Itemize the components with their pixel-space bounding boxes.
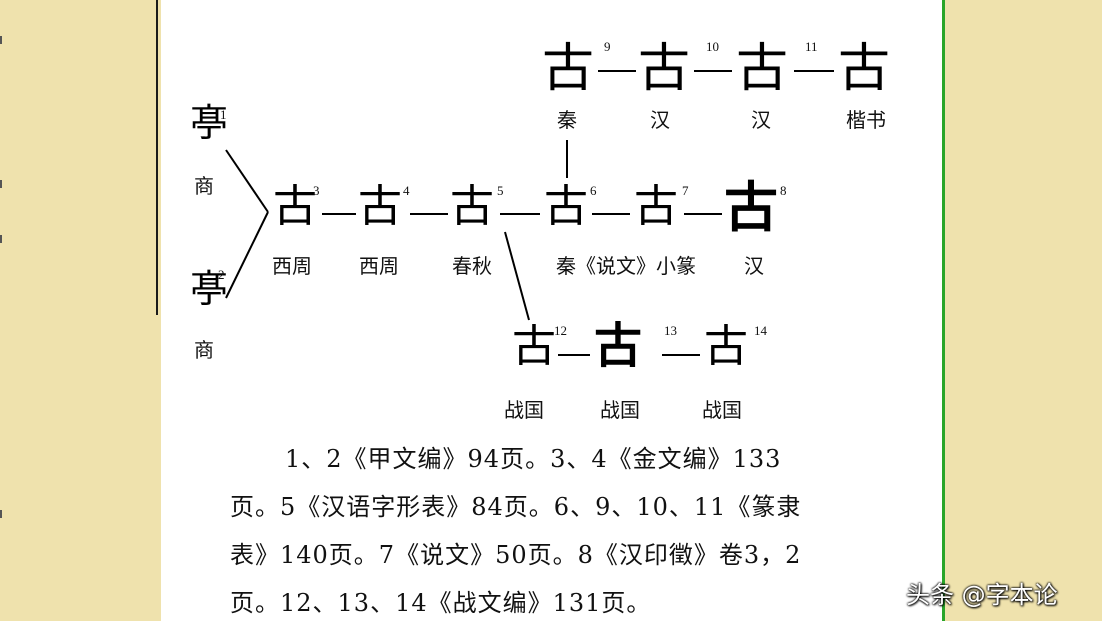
edge-mark xyxy=(0,235,2,243)
label-spring-autumn: 春秋 xyxy=(452,254,492,278)
source-note-line: 1、2《甲文编》94页。3、4《金文编》133 xyxy=(285,445,782,473)
branch-line xyxy=(225,211,269,299)
ref-number-14: 14 xyxy=(754,323,767,338)
glyph-9: 古 xyxy=(542,39,595,99)
ref-number-13: 13 xyxy=(664,323,677,338)
glyph-13: 古 xyxy=(594,318,643,374)
label-warring-states: 战国 xyxy=(702,398,742,422)
ref-number-11: 11 xyxy=(805,39,818,54)
glyph-11a: 古 xyxy=(736,39,789,99)
label-han: 汉 xyxy=(751,108,771,132)
glyph-3: 古 xyxy=(273,181,317,232)
glyph-6: 古 xyxy=(544,181,588,232)
connector-dash xyxy=(662,354,700,356)
label-qin: 秦 xyxy=(557,108,577,132)
ref-number-12: 12 xyxy=(554,323,567,338)
glyph-1: 𠅘 xyxy=(190,101,229,145)
left-margin-rule xyxy=(156,0,158,315)
edge-mark xyxy=(0,510,2,518)
ref-number-6: 6 xyxy=(590,183,597,198)
label-warring-states: 战国 xyxy=(504,398,544,422)
ref-number-5: 5 xyxy=(497,183,504,198)
glyph-11b: 古 xyxy=(838,39,891,99)
label-han: 汉 xyxy=(650,108,670,132)
glyph-8: 古 xyxy=(724,175,778,239)
glyph-14: 古 xyxy=(704,321,748,372)
glyph-5: 古 xyxy=(450,181,494,232)
label-shang: 商 xyxy=(194,174,214,198)
glyph-12: 古 xyxy=(512,321,556,372)
source-note-line: 表》140页。7《说文》50页。8《汉印徵》卷3，2 xyxy=(230,541,802,569)
ref-number-8: 8 xyxy=(780,183,787,198)
glyph-7: 古 xyxy=(634,181,678,232)
ref-number-9: 9 xyxy=(604,39,611,54)
label-western-zhou: 西周 xyxy=(272,254,312,278)
connector-dash xyxy=(694,70,732,72)
watermark: 头条 @字本论 xyxy=(906,581,1058,609)
connector-dash xyxy=(558,354,590,356)
connector-dash xyxy=(322,213,356,215)
label-shang: 商 xyxy=(194,338,214,362)
glyph-4: 古 xyxy=(358,181,402,232)
ref-number-4: 4 xyxy=(403,183,410,198)
label-warring-states: 战国 xyxy=(600,398,640,422)
ref-number-7: 7 xyxy=(682,183,689,198)
edge-mark xyxy=(0,36,2,44)
ref-number-1: 1 xyxy=(220,107,227,122)
ref-number-3: 3 xyxy=(313,183,320,198)
connector-dash xyxy=(684,213,722,215)
ref-number-2: 2 xyxy=(218,267,225,282)
edge-mark xyxy=(0,180,2,188)
glyph-10: 古 xyxy=(638,39,691,99)
label-qin-shuowen-xiaozhuan: 秦《说文》小篆 xyxy=(556,254,696,278)
connector-dash xyxy=(500,213,540,215)
connector-dash xyxy=(598,70,636,72)
label-kaishu: 楷书 xyxy=(846,108,886,132)
branch-line xyxy=(504,231,530,321)
right-margin-rule xyxy=(942,0,945,621)
connector-dash xyxy=(410,213,448,215)
branch-line xyxy=(225,149,269,213)
ref-number-10: 10 xyxy=(706,39,719,54)
connector-dash xyxy=(794,70,834,72)
document-page xyxy=(161,0,942,621)
label-western-zhou: 西周 xyxy=(359,254,399,278)
source-note-line: 页。5《汉语字形表》84页。6、9、10、11《篆隶 xyxy=(230,493,802,521)
label-han: 汉 xyxy=(744,254,764,278)
glyph-2: 𠅘 xyxy=(190,267,229,311)
connector-dash xyxy=(592,213,630,215)
source-note-line: 页。12、13、14《战文编》131页。 xyxy=(230,589,652,617)
